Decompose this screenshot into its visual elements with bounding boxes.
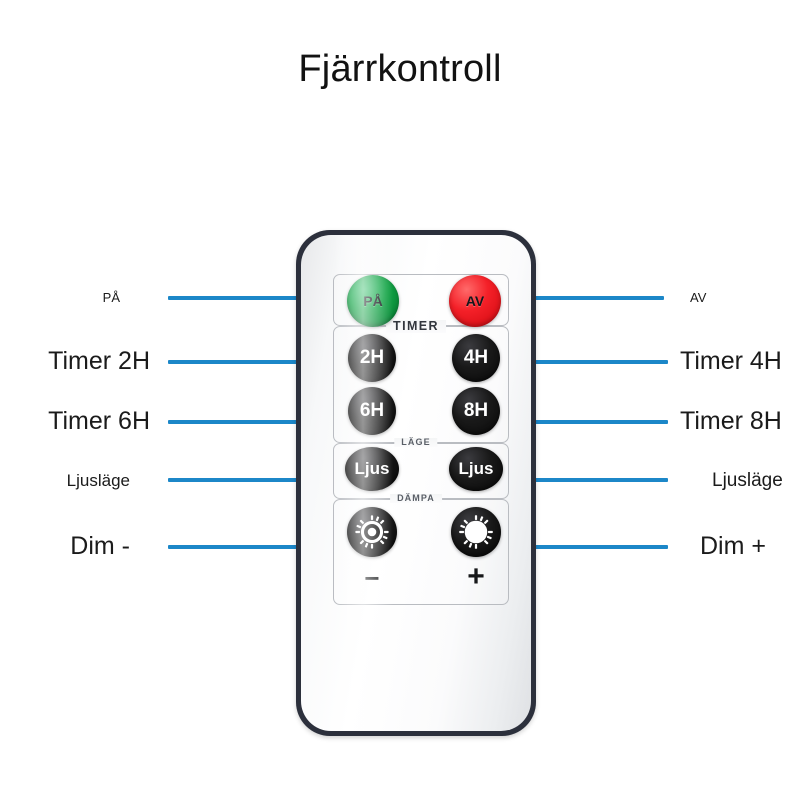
leader-line-power-off <box>512 296 664 300</box>
remote-control-body: TIMER LÄGE DÄMPA PÅ AV 2H 4H 6H 8H Ljus … <box>296 230 536 736</box>
callout-label-timer-4h: Timer 4H <box>680 347 782 375</box>
button-power-on[interactable]: PÅ <box>347 275 399 327</box>
button-dim-down[interactable] <box>347 507 397 557</box>
leader-line-mode-left <box>168 478 322 482</box>
callout-label-timer-8h: Timer 8H <box>680 407 782 435</box>
button-dim-up[interactable] <box>451 507 501 557</box>
callout-label-power-on: PÅ <box>102 290 120 305</box>
dim-minus-sign: − <box>364 563 380 593</box>
section-label-timer: TIMER <box>386 320 446 333</box>
button-power-off[interactable]: AV <box>449 275 501 327</box>
page-title: Fjärrkontroll <box>298 48 502 90</box>
button-mode-left[interactable]: Ljus <box>345 447 399 491</box>
callout-label-mode-right: Ljusläge <box>712 470 783 491</box>
callout-label-mode-left: Ljusläge <box>66 471 130 490</box>
remote-control-face: TIMER LÄGE DÄMPA PÅ AV 2H 4H 6H 8H Ljus … <box>301 235 531 731</box>
leader-line-dim-plus <box>508 545 668 549</box>
button-mode-right[interactable]: Ljus <box>449 447 503 491</box>
leader-line-timer-2h <box>168 360 324 364</box>
button-timer-4h[interactable]: 4H <box>452 334 500 382</box>
callout-label-dim-minus: Dim - <box>70 532 130 560</box>
callout-label-dim-plus: Dim + <box>700 532 766 560</box>
button-timer-2h[interactable]: 2H <box>348 334 396 382</box>
leader-line-dim-minus <box>168 545 324 549</box>
callout-label-timer-2h: Timer 2H <box>48 347 150 375</box>
sun-filled-icon <box>459 515 493 549</box>
leader-line-timer-8h <box>508 420 668 424</box>
leader-line-timer-6h <box>168 420 324 424</box>
section-label-mode: LÄGE <box>394 438 438 447</box>
leader-line-power-on <box>168 296 320 300</box>
sun-outline-icon <box>355 515 389 549</box>
button-timer-8h[interactable]: 8H <box>452 387 500 435</box>
leader-line-mode-right <box>508 478 668 482</box>
button-timer-6h[interactable]: 6H <box>348 387 396 435</box>
callout-label-power-off: AV <box>690 290 707 305</box>
leader-line-timer-4h <box>508 360 668 364</box>
callout-label-timer-6h: Timer 6H <box>48 407 150 435</box>
section-label-dimmer: DÄMPA <box>390 494 442 503</box>
dim-plus-sign: + <box>467 560 485 593</box>
